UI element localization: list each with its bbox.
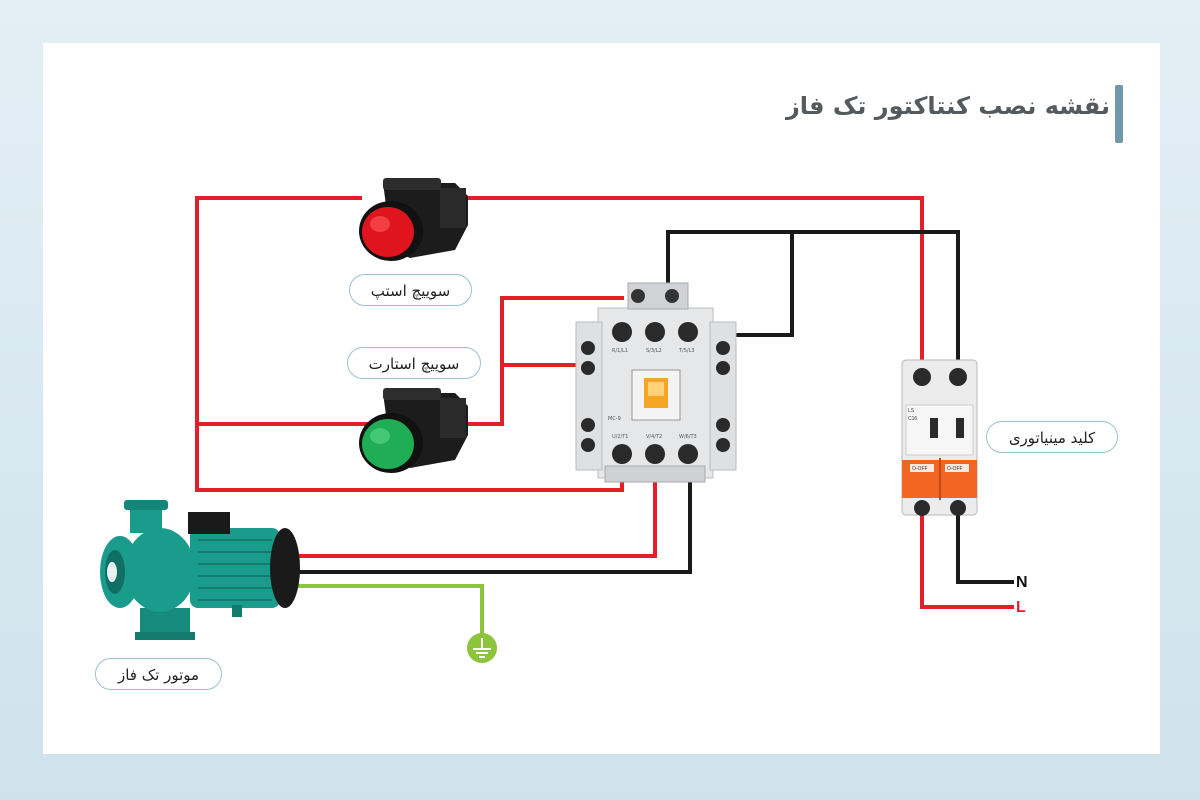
contactor-mark-l1: R/1/L1 xyxy=(612,348,628,354)
neutral-wire-motor xyxy=(294,460,692,574)
contactor-mark-l3: T/5/L3 xyxy=(678,348,695,354)
start-switch-label: سوییچ استارت xyxy=(347,347,481,379)
diagram-card: R/1/L1 S/3/L2 T/5/L3 MC-9 U/2/T1 V/4/T2 … xyxy=(43,43,1160,754)
phase-wire-stop-to-breaker xyxy=(466,196,924,379)
stop-button-icon xyxy=(359,178,468,261)
contactor-mark-t2: V/4/T2 xyxy=(646,434,662,440)
neutral-terminal-label: N xyxy=(1016,574,1028,591)
neutral-wire-in xyxy=(956,508,1014,584)
title-accent-bar xyxy=(1115,85,1123,143)
contactor-mark-t3: W/6/T3 xyxy=(679,434,697,440)
stop-switch-label: سوییچ استپ xyxy=(349,274,472,306)
breaker-label: کلید مینیاتوری xyxy=(986,421,1118,453)
start-button-icon xyxy=(359,388,468,473)
breaker-rating: C16 xyxy=(908,416,917,422)
phase-wire-start xyxy=(464,296,624,426)
contactor-model: MC-9 xyxy=(608,416,621,422)
ground-wire xyxy=(296,584,484,638)
motor-pump-icon xyxy=(100,500,300,640)
breaker-marks: LS C16 O-OFF O-OFF xyxy=(908,408,963,472)
phase-wire-motor xyxy=(294,460,657,558)
breaker-off-right: O-OFF xyxy=(947,466,963,472)
line-terminal-label: L xyxy=(1016,599,1026,616)
contactor-mark-t1: U/2/T1 xyxy=(612,434,628,440)
neutral-wire-coil xyxy=(666,230,960,379)
contactor-icon xyxy=(575,282,737,483)
motor-label: موتور تک فاز xyxy=(95,658,222,690)
contactor-top-marks: R/1/L1 S/3/L2 T/5/L3 MC-9 U/2/T1 V/4/T2 … xyxy=(608,348,697,440)
contactor-mark-l2: S/3/L2 xyxy=(646,348,662,354)
wiring-diagram: R/1/L1 S/3/L2 T/5/L3 MC-9 U/2/T1 V/4/T2 … xyxy=(100,178,1028,663)
ground-symbol-icon xyxy=(467,633,497,663)
phase-wire-line-in xyxy=(920,508,1014,609)
breaker-brand: LS xyxy=(908,408,915,414)
breaker-icon xyxy=(901,359,978,516)
breaker-off-left: O-OFF xyxy=(912,466,928,472)
page-title: نقشه نصب کنتاکتور تک فاز xyxy=(785,92,1110,120)
